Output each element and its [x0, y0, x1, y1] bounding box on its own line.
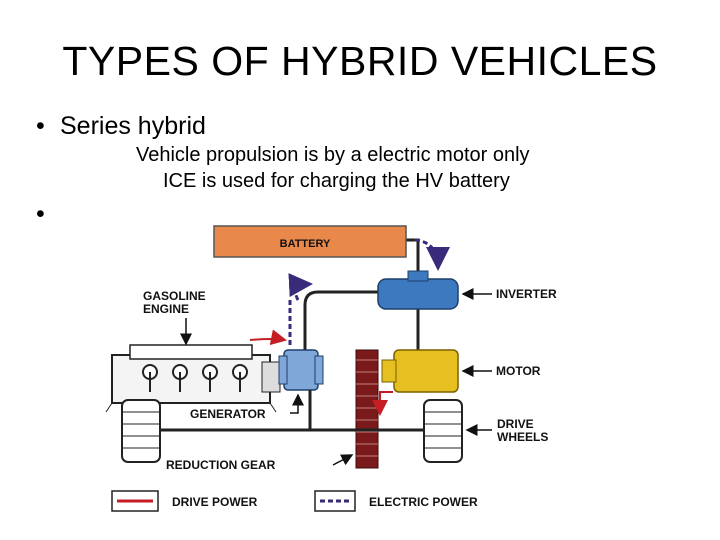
inverter: [377, 270, 459, 310]
generator-label: GENERATOR: [190, 407, 266, 421]
bullet-empty: •: [36, 200, 60, 229]
reduction-gear-pointer: [332, 454, 354, 466]
drive-wheels-label-line1: DRIVE: [497, 417, 534, 431]
motor-label: MOTOR: [496, 364, 541, 378]
drive-power-arrow-engine: [249, 329, 287, 346]
drive-wheel-left: [121, 399, 161, 463]
bullet-series-hybrid: • Series hybrid: [36, 112, 206, 141]
legend-electric-power-label: ELECTRIC POWER: [369, 495, 478, 509]
battery-label: BATTERY: [280, 238, 331, 250]
drive-wheel-right: [423, 399, 463, 463]
detail-line-1: Vehicle propulsion is by a electric moto…: [136, 144, 530, 166]
slide-title: TYPES OF HYBRID VEHICLES: [62, 38, 658, 84]
bullet-dot: •: [36, 112, 45, 140]
inverter-label: INVERTER: [496, 287, 557, 301]
gasoline-engine: [105, 344, 281, 413]
detail-line-2: ICE is used for charging the HV battery: [163, 170, 510, 192]
generator: [278, 349, 324, 391]
electric-power-arrows: [288, 238, 450, 345]
reduction-gear-label: REDUCTION GEAR: [166, 458, 276, 472]
gasoline-label-line2: ENGINE: [143, 302, 189, 316]
motor: [381, 349, 459, 393]
bullet-text: Series hybrid: [60, 112, 206, 140]
reduction-gear: [355, 349, 379, 469]
drive-wheels-label-line2: WHEELS: [497, 430, 548, 444]
diagram-labels: GASOLINE ENGINE INVERTER MOTOR GENERATOR…: [143, 287, 557, 472]
legend: DRIVE POWER ELECTRIC POWER: [111, 490, 478, 512]
legend-drive-power-label: DRIVE POWER: [172, 495, 258, 509]
drive-axle: [140, 390, 440, 432]
drive-power-arrow-motor: [372, 391, 393, 416]
series-hybrid-diagram: BATTERY: [105, 225, 557, 512]
bullet-dot: •: [36, 200, 45, 228]
gasoline-label-line1: GASOLINE: [143, 289, 206, 303]
battery: BATTERY: [213, 225, 407, 258]
generator-pointer: [290, 393, 304, 414]
